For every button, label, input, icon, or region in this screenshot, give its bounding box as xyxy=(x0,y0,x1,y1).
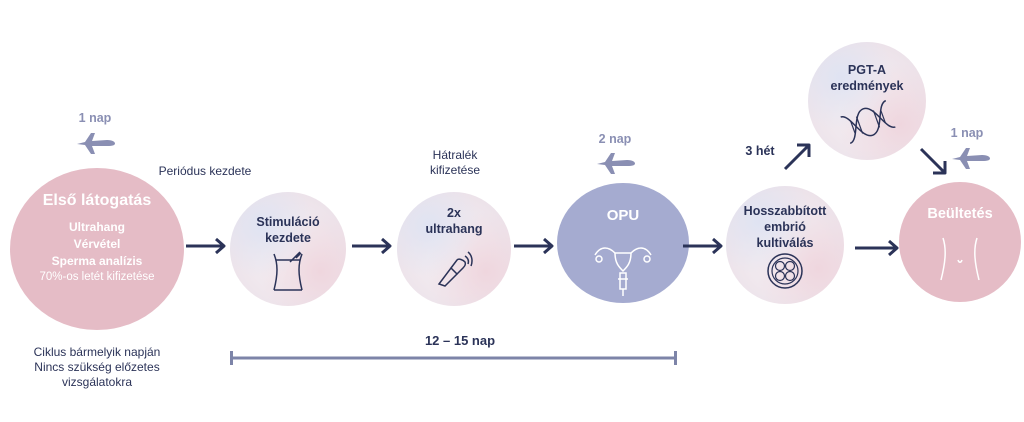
uterus-syringe-icon xyxy=(594,247,652,296)
ultrasound-circle: 2x ultrahang xyxy=(397,192,511,306)
first-visit-item-sperm-analysis: Sperma analízis xyxy=(51,254,143,268)
first-visit-item-blood-test: Vérvétel xyxy=(73,237,121,251)
stimulation-circle: Stimuláció kezdete xyxy=(230,192,346,306)
arrow-icon xyxy=(352,237,392,255)
duration-bracket xyxy=(230,351,677,365)
ultrasound-probe-icon xyxy=(437,251,473,287)
transfer-travel-days: 1 nap xyxy=(950,126,984,140)
transfer-title: Beültetés xyxy=(927,206,993,222)
dna-icon xyxy=(840,99,896,145)
stimulation-title-2: kezdete xyxy=(265,231,311,245)
first-visit-note-3: vizsgálatokra xyxy=(61,375,133,389)
arrow-icon xyxy=(514,237,554,255)
opu-title: OPU xyxy=(606,207,640,224)
waist-icon xyxy=(273,251,303,291)
duration-label: 12 – 15 nap xyxy=(424,333,496,348)
plane-icon xyxy=(952,148,990,169)
plane-icon xyxy=(597,153,635,174)
period-start-label: Periódus kezdete xyxy=(158,164,252,178)
arrow-icon xyxy=(919,147,947,175)
first-visit-item-ultrasound: Ultrahang xyxy=(68,220,125,234)
culture-title-2: embrió xyxy=(764,220,806,234)
first-visit-note-1: Ciklus bármelyik napján xyxy=(33,345,161,359)
arrow-icon xyxy=(783,143,811,171)
arrow-icon xyxy=(683,237,723,255)
arrow-icon xyxy=(855,239,899,257)
pgt-title-2: eredmények xyxy=(830,79,904,93)
opu-travel-days: 2 nap xyxy=(598,132,632,146)
belly-icon xyxy=(940,237,980,281)
embryo-culture-circle: Hosszabbított embrió kultiválás xyxy=(726,186,844,304)
opu-circle: OPU xyxy=(557,183,689,303)
plane-icon xyxy=(77,133,115,154)
first-visit-travel-days: 1 nap xyxy=(78,111,112,125)
ultrasound-title-2: ultrahang xyxy=(425,222,483,236)
first-visit-circle: Első látogatás Ultrahang Vérvétel Sperma… xyxy=(10,168,184,330)
embryo-icon xyxy=(767,253,803,289)
ultrasound-title-1: 2x xyxy=(447,206,461,220)
pgt-results-circle: PGT-A eredmények xyxy=(808,42,926,160)
culture-title-3: kultiválás xyxy=(756,236,814,250)
first-visit-payment: 70%-os letét kifizetése xyxy=(39,271,155,283)
remaining-payment-label-1: Hátralék xyxy=(432,148,478,162)
stimulation-title-1: Stimuláció xyxy=(256,215,320,229)
pgt-wait-label: 3 hét xyxy=(745,144,775,158)
remaining-payment-label-2: kifizetése xyxy=(429,163,481,177)
culture-title-1: Hosszabbított xyxy=(743,204,827,218)
first-visit-title: Első látogatás xyxy=(42,192,152,209)
transfer-circle: Beültetés xyxy=(899,182,1021,302)
first-visit-note-2: Nincs szükség előzetes xyxy=(34,360,160,374)
arrow-icon xyxy=(186,237,226,255)
pgt-title-1: PGT-A xyxy=(847,63,887,77)
